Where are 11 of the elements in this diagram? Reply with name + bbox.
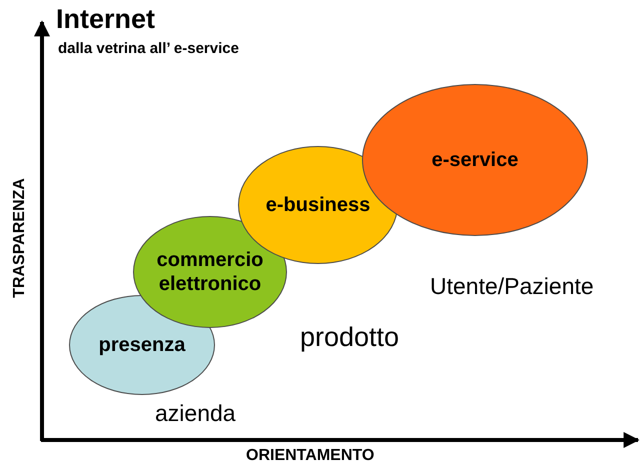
node-label: e-business: [266, 193, 370, 217]
node-label: e-service: [432, 148, 518, 172]
axis-note: Utente/Paziente: [430, 273, 594, 300]
axis-title: TRASPARENZA: [11, 178, 29, 298]
axis-note: azienda: [155, 400, 236, 427]
axis-note: prodotto: [300, 322, 400, 353]
node-label: commercio elettronico: [156, 248, 264, 296]
node-label: presenza: [98, 333, 186, 357]
subtitle: dalla vetrina all’ e-service: [58, 40, 239, 57]
title: Internet: [56, 4, 156, 35]
axis-title: ORIENTAMENTO: [246, 447, 374, 465]
